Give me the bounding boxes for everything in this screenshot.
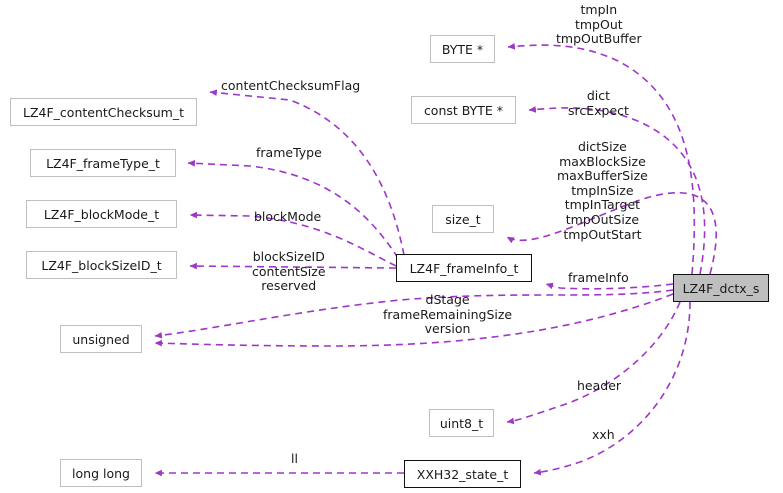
node-lz4f-contentchecksum-t[interactable]: LZ4F_contentChecksum_t [10,98,197,126]
edge-label-tmpin: tmpIn tmpOut tmpOutBuffer [556,2,642,47]
edge-dStage [154,289,674,339]
edge-label-frametype: frameType [256,145,322,160]
edge-dict [528,106,706,275]
edge-header [506,301,681,425]
node-const-byte-pointer[interactable]: const BYTE * [411,96,516,124]
edge-label-contentchecksumflag: contentChecksumFlag [221,78,361,93]
edge-label-ll: ll [291,451,298,466]
edge-label-xxh: xxh [592,427,615,442]
edge-label-dictsize: dictSize maxBlockSize maxBufferSize tmpI… [557,139,648,242]
node-label: XXH32_state_t [416,466,509,482]
node-label: LZ4F_blockMode_t [43,206,160,222]
node-lz4f-dctx-s[interactable]: LZ4F_dctx_s [673,274,769,302]
edge-label-blockmode: blockMode [254,209,322,224]
node-unsigned[interactable]: unsigned [60,325,142,353]
node-label: LZ4F_blockSizeID_t [41,257,162,273]
edge-blockMode [189,211,397,267]
node-label: LZ4F_contentChecksum_t [23,104,184,120]
edge-contentChecksumFlag [209,89,405,256]
node-label: LZ4F_frameInfo_t [409,260,519,276]
edge-label-dstage: dStage frameRemainingSize version [383,292,513,337]
edge-blockSizeID [189,262,397,270]
node-label: LZ4F_frameType_t [46,155,160,171]
edge-version [154,293,674,347]
edge-label-header: header [577,378,622,393]
node-uint8-t[interactable]: uint8_t [429,409,494,437]
edge-tmpIn [507,43,696,275]
node-label: unsigned [72,331,130,347]
node-lz4f-blockmode-t[interactable]: LZ4F_blockMode_t [26,200,177,228]
node-xxh32-state-t[interactable]: XXH32_state_t [404,460,521,488]
node-lz4f-blocksizeid-t[interactable]: LZ4F_blockSizeID_t [26,251,177,279]
edge-label-frameinfo: frameInfo [568,270,629,285]
edge-xxh [533,301,691,476]
node-long-long[interactable]: long long [60,459,142,487]
edge-label-dict: dict srcExpect [568,88,629,118]
edge-label-blocksizeid: blockSizeID contentSize reserved [252,249,326,294]
node-lz4f-frameinfo-t[interactable]: LZ4F_frameInfo_t [396,254,532,282]
node-lz4f-frametype-t[interactable]: LZ4F_frameType_t [30,149,176,177]
node-label: LZ4F_dctx_s [682,280,760,296]
node-byte-pointer[interactable]: BYTE * [430,35,495,63]
node-label: uint8_t [439,415,484,431]
node-label: const BYTE * [423,102,504,118]
node-label: long long [72,465,130,481]
node-size-t[interactable]: size_t [432,205,494,233]
edge-frameInfo [545,282,674,290]
edge-dictSize [506,191,717,275]
node-label: BYTE * [441,41,484,57]
edge-frameType [187,160,399,259]
node-label: size_t [445,211,481,227]
